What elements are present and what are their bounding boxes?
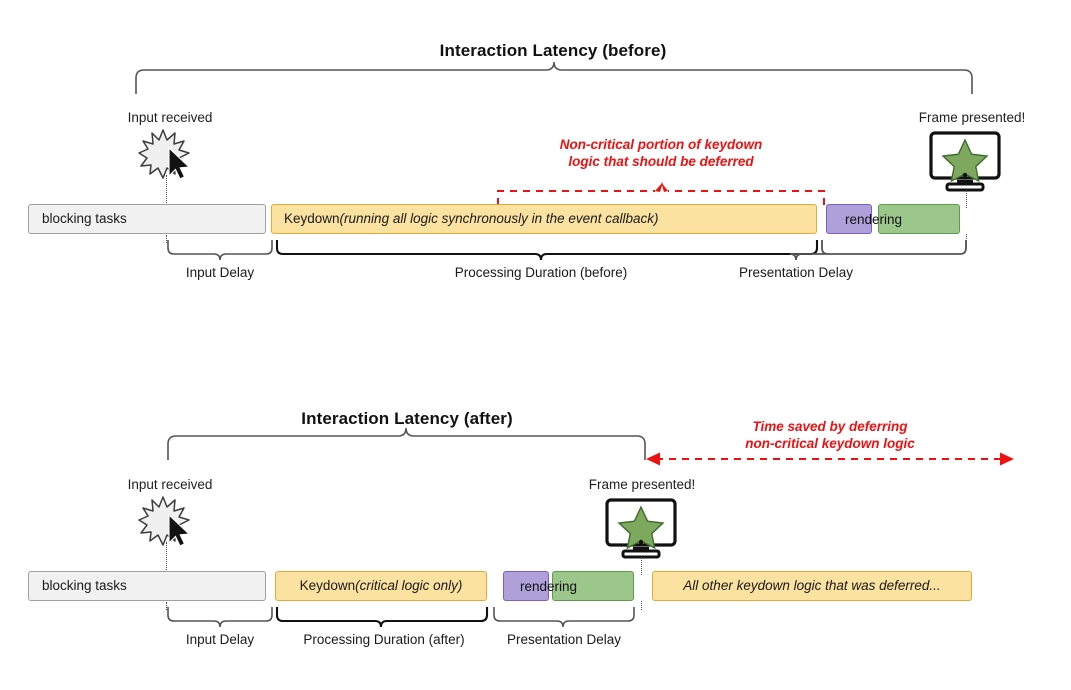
burst-cursor-icon <box>138 129 191 180</box>
after-brace-label-input-delay: Input Delay <box>185 632 255 647</box>
after-keydown-bar[interactable]: Keydown (critical logic only) <box>275 571 487 601</box>
after-frame-presented-label: Frame presented! <box>588 477 696 492</box>
before-brace-label-input-delay: Input Delay <box>185 265 255 280</box>
after-input-guide-line-lower <box>166 602 167 610</box>
before-keydown-bar[interactable]: Keydown (running all logic synchronously… <box>271 204 817 234</box>
before-rendering-label: rendering <box>845 212 903 227</box>
before-title: Interaction Latency (before) <box>439 41 667 60</box>
after-title: Interaction Latency (after) <box>301 409 513 428</box>
after-blocking-tasks-bar[interactable]: blocking tasks <box>28 571 266 601</box>
after-keydown-label-italic: (critical logic only) <box>355 578 463 594</box>
before-brace-label-presentation: Presentation Delay <box>738 265 854 280</box>
monitor-star-icon <box>929 131 1001 192</box>
before-annotation-brace <box>497 182 825 205</box>
after-brace-label-processing: Processing Duration (after) <box>303 632 465 647</box>
after-blocking-tasks-label: blocking tasks <box>42 578 127 594</box>
before-presentation-brace <box>789 240 967 261</box>
before-annotation: Non-critical portion of keydown logic th… <box>471 136 851 171</box>
after-annotation-line1: Time saved by deferring <box>752 419 908 434</box>
after-latency-brace <box>167 427 646 460</box>
before-frame-presented-label: Frame presented! <box>918 110 1026 125</box>
before-rendering-purple-bar[interactable] <box>826 204 872 234</box>
before-input-guide-line-lower <box>166 235 167 243</box>
after-deferred-work-bar[interactable]: All other keydown logic that was deferre… <box>652 571 972 601</box>
after-rendering-label: rendering <box>520 579 578 594</box>
after-keydown-label: Keydown <box>299 578 356 594</box>
after-frame-guide-line <box>641 557 642 575</box>
after-time-saved-arrow <box>646 452 1014 466</box>
monitor-star-icon <box>605 498 677 559</box>
after-rendering-purple-bar[interactable] <box>503 571 549 601</box>
before-latency-brace <box>135 61 973 94</box>
before-blocking-tasks-bar[interactable]: blocking tasks <box>28 204 266 234</box>
burst-cursor-icon <box>138 496 191 547</box>
before-rendering-green-bar[interactable] <box>878 204 960 234</box>
before-input-guide-line <box>166 175 167 205</box>
after-deferred-work-label: All other keydown logic that was deferre… <box>683 578 941 594</box>
before-input-received-label: Input received <box>127 110 213 125</box>
after-brace-label-presentation: Presentation Delay <box>506 632 622 647</box>
before-frame-guide-line <box>966 190 967 208</box>
after-annotation: Time saved by deferring non-critical key… <box>640 418 1020 453</box>
before-keydown-label-italic: (running all logic synchronously in the … <box>339 211 659 227</box>
before-blocking-tasks-label: blocking tasks <box>42 211 127 227</box>
after-segment-braces <box>167 607 635 628</box>
after-rendering-green-bar[interactable] <box>552 571 634 601</box>
after-input-guide-line <box>166 542 167 572</box>
before-keydown-label: Keydown <box>284 211 340 227</box>
before-frame-guide-line-lower <box>966 234 967 243</box>
before-annotation-line1: Non-critical portion of keydown <box>559 137 763 152</box>
before-annotation-line2: logic that should be deferred <box>568 154 754 170</box>
after-annotation-line2: non-critical keydown logic <box>745 436 915 452</box>
after-input-received-label: Input received <box>127 477 213 492</box>
after-frame-guide-line-lower <box>641 601 642 610</box>
before-brace-label-processing: Processing Duration (before) <box>454 265 628 280</box>
